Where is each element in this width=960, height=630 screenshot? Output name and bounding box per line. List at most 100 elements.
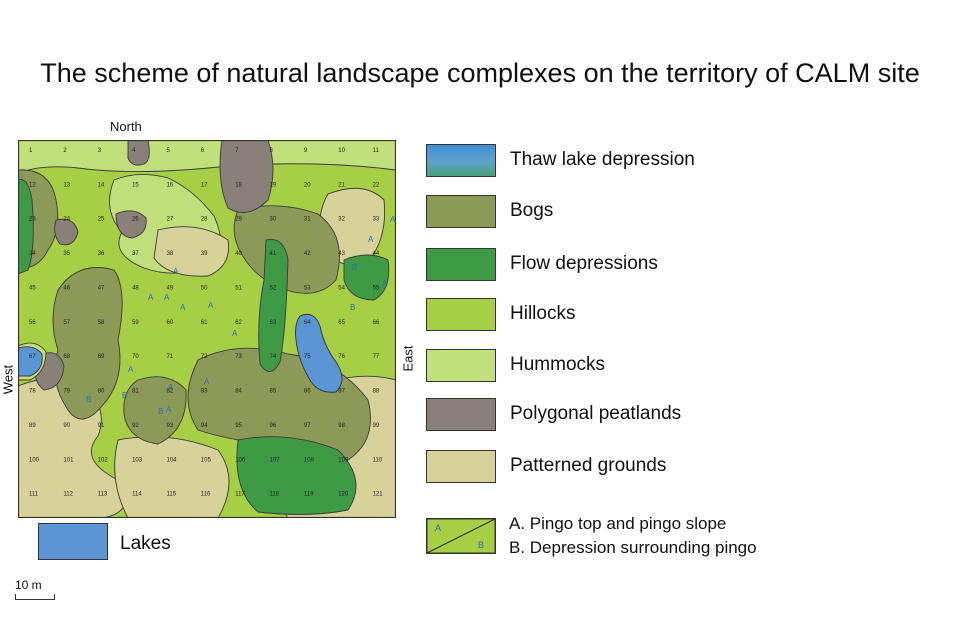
lake-east xyxy=(295,313,343,393)
pingo-a-mark: A xyxy=(208,301,214,310)
scale-bar xyxy=(15,594,55,600)
pingo-b-mark: B xyxy=(86,395,91,404)
grid-cell-65: 65 xyxy=(338,320,345,326)
grid-cell-38: 38 xyxy=(167,251,174,257)
grid-cell-7: 7 xyxy=(235,148,239,154)
grid-cell-97: 97 xyxy=(304,423,311,429)
legend-label-thaw_lake: Thaw lake depression xyxy=(510,149,695,170)
lakes-swatch xyxy=(38,523,108,560)
grid-cell-99: 99 xyxy=(373,423,380,429)
legend-label-hillocks: Hillocks xyxy=(510,303,576,324)
grid-cell-107: 107 xyxy=(270,457,281,463)
grid-cell-76: 76 xyxy=(338,354,345,360)
grid-cell-62: 62 xyxy=(235,320,242,326)
grid-cell-16: 16 xyxy=(167,182,174,188)
grid-cell-114: 114 xyxy=(132,492,142,498)
pingo-mark-a: A xyxy=(435,523,441,533)
zone-bogs-northeast xyxy=(233,205,340,294)
grid-cell-88: 88 xyxy=(373,389,380,395)
grid-cell-41: 41 xyxy=(270,251,277,257)
grid-cell-28: 28 xyxy=(201,217,208,223)
grid-cell-69: 69 xyxy=(98,354,105,360)
grid-cell-51: 51 xyxy=(235,286,242,292)
pingo-a-mark: A xyxy=(166,405,172,414)
zone-polygonal-small xyxy=(54,218,79,246)
legend-label-polygonal: Polygonal peatlands xyxy=(510,403,682,424)
grid-cell-47: 47 xyxy=(98,286,105,292)
zone-flow-west xyxy=(18,178,34,275)
grid-cell-85: 85 xyxy=(270,389,277,395)
grid-cell-67: 67 xyxy=(29,354,36,360)
pingo-b-mark: B xyxy=(352,263,357,272)
grid-cell-108: 108 xyxy=(304,457,315,463)
legend-swatch-hillocks xyxy=(426,298,496,331)
grid-cell-82: 82 xyxy=(167,389,174,395)
grid-cell-81: 81 xyxy=(132,389,139,395)
grid-cell-111: 111 xyxy=(29,492,39,498)
legend-swatch-polygonal xyxy=(426,398,496,431)
grid-cell-104: 104 xyxy=(167,457,178,463)
grid-cell-22: 22 xyxy=(373,182,380,188)
lakes-label: Lakes xyxy=(120,533,171,554)
map-title: The scheme of natural landscape complexe… xyxy=(40,58,920,88)
pingo-b-mark: B xyxy=(350,303,355,312)
grid-cell-54: 54 xyxy=(338,286,345,292)
zone-flow-center xyxy=(258,238,289,372)
grid-cell-87: 87 xyxy=(338,389,345,395)
grid-cell-59: 59 xyxy=(132,320,139,326)
pingo-swatch: A B xyxy=(426,518,496,554)
zone-polygonal-top xyxy=(127,140,150,166)
grid-cell-106: 106 xyxy=(235,457,246,463)
grid-cell-66: 66 xyxy=(373,320,380,326)
grid-cell-6: 6 xyxy=(201,148,205,154)
pingo-mark-b: B xyxy=(478,540,484,550)
grid-cell-37: 37 xyxy=(132,251,139,257)
grid-cell-3: 3 xyxy=(98,148,102,154)
grid-cell-95: 95 xyxy=(235,423,242,429)
grid-cell-2: 2 xyxy=(63,148,67,154)
grid-cell-79: 79 xyxy=(63,389,70,395)
grid-cell-43: 43 xyxy=(338,251,345,257)
grid-cell-34: 34 xyxy=(29,251,36,257)
grid-cell-14: 14 xyxy=(98,182,105,188)
legend-swatch-hummocks xyxy=(426,349,496,382)
grid-cell-9: 9 xyxy=(304,148,308,154)
grid-cell-83: 83 xyxy=(201,389,208,395)
pingo-b-mark: B xyxy=(158,407,163,416)
grid-cell-117: 117 xyxy=(235,492,245,498)
zone-flow-east xyxy=(343,254,390,301)
grid-cell-53: 53 xyxy=(304,286,311,292)
pingo-a-mark: A xyxy=(168,383,174,392)
scale-label: 10 m xyxy=(15,578,42,592)
pingo-b-mark: B xyxy=(122,391,127,400)
grid-cell-5: 5 xyxy=(167,148,171,154)
map-frame xyxy=(18,140,396,518)
grid-cell-13: 13 xyxy=(63,182,70,188)
grid-cell-121: 121 xyxy=(373,492,384,498)
grid-cell-35: 35 xyxy=(63,251,70,257)
grid-cell-25: 25 xyxy=(98,217,105,223)
grid-cell-24: 24 xyxy=(63,217,70,223)
grid-cell-49: 49 xyxy=(167,286,174,292)
grid-cell-63: 63 xyxy=(270,320,277,326)
zone-bogs-center-west xyxy=(52,267,123,420)
grid-cell-30: 30 xyxy=(270,217,277,223)
grid-cell-113: 113 xyxy=(98,492,108,498)
grid-cell-115: 115 xyxy=(167,492,177,498)
grid-cell-42: 42 xyxy=(304,251,311,257)
east-label: East xyxy=(400,345,416,372)
zone-hummocks-top xyxy=(18,140,396,175)
zone-polygonal-west xyxy=(115,210,147,239)
zone-polygonal-north xyxy=(219,140,274,213)
grid-cell-8: 8 xyxy=(270,148,274,154)
pingo-a-mark: A xyxy=(148,293,154,302)
grid-cell-71: 71 xyxy=(167,354,174,360)
landscape-zones xyxy=(18,140,396,518)
grid-cell-120: 120 xyxy=(338,492,349,498)
grid-cell-31: 31 xyxy=(304,217,311,223)
legend-swatch-flow xyxy=(426,248,496,281)
pingo-a-mark: A xyxy=(204,377,210,386)
zone-bogs-south xyxy=(123,376,187,445)
grid-cell-89: 89 xyxy=(29,423,36,429)
